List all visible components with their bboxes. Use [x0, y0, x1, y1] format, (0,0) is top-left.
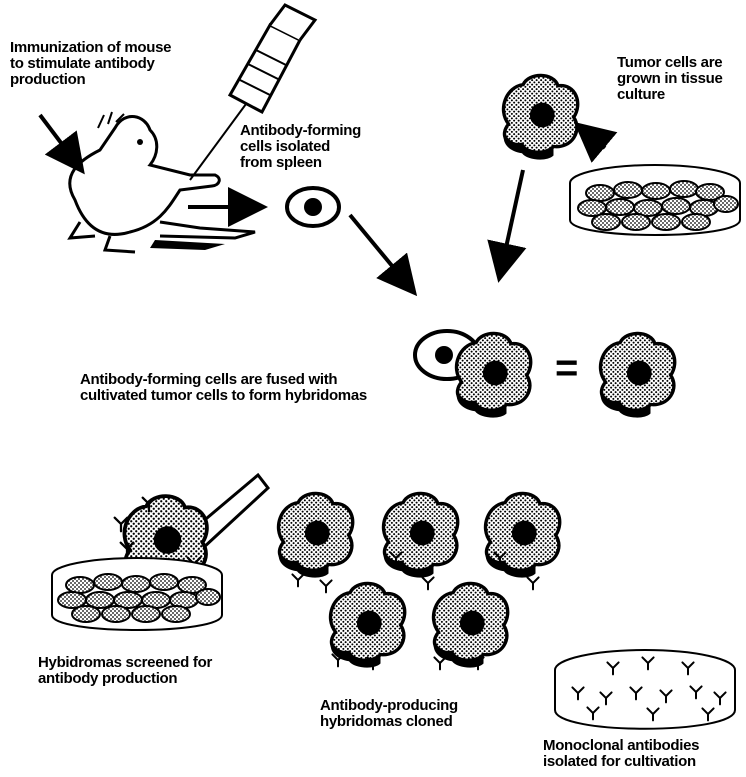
- antibody-dish: [555, 650, 735, 729]
- tumor-culture-dish: [570, 165, 740, 235]
- label-fusion: Antibody-forming cells are fused with cu…: [80, 372, 367, 404]
- mouse-illustration: [70, 112, 255, 252]
- tumor-cell: [504, 75, 578, 159]
- arrow-to-mouse: [40, 115, 80, 168]
- arrow-to-tumor-cell: [580, 127, 605, 148]
- label-monoclonal: Monoclonal antibodies isolated for culti…: [543, 738, 699, 770]
- spleen-cell: [287, 188, 339, 226]
- label-tumor-culture: Tumor cells are grown in tissue culture: [617, 55, 723, 103]
- equals-sign: =: [555, 348, 578, 388]
- screening-illustration: [52, 475, 268, 630]
- cloned-hybridomas: [279, 493, 560, 669]
- arrow-tumor-to-fusion: [500, 170, 523, 275]
- label-cloned: Antibody-producing hybridomas cloned: [320, 698, 458, 730]
- arrow-spleen-to-fusion: [350, 215, 412, 290]
- label-screening: Hybidromas screened for antibody product…: [38, 655, 212, 687]
- hybridoma-cell: [601, 333, 675, 417]
- label-immunization: Immunization of mouse to stimulate antib…: [10, 40, 171, 88]
- fusion-illustration: [415, 331, 531, 418]
- label-spleen-cells: Antibody-forming cells isolated from spl…: [240, 123, 361, 171]
